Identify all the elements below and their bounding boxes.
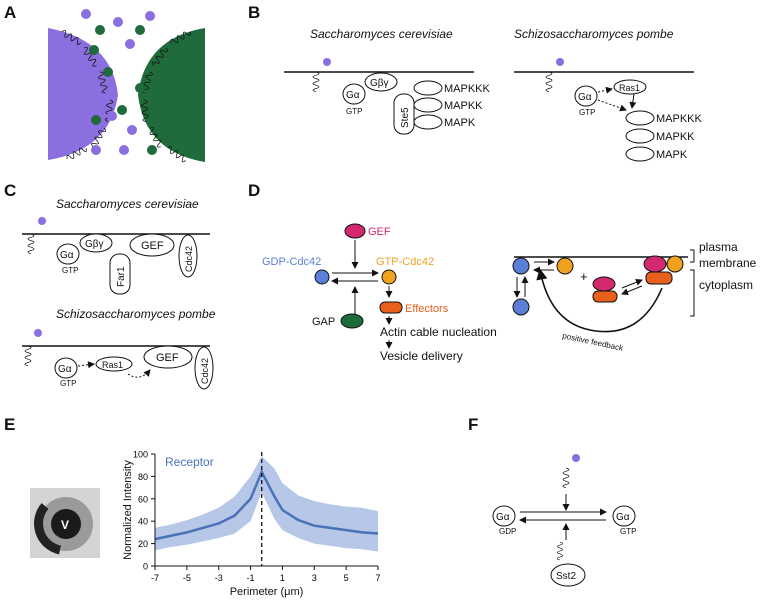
chart-x-axis-label: Perimeter (μm): [230, 586, 304, 598]
d-actin-label: Actin cable nucleation: [380, 325, 497, 339]
gtp-label: GTP: [346, 107, 362, 116]
receptor-mean-line: [154, 468, 379, 541]
x-tick-label: 5: [344, 573, 349, 583]
panel-label-d: D: [248, 181, 260, 200]
pheromone-purple-dots: [81, 9, 155, 155]
panel-label-f: F: [468, 415, 478, 434]
c-gef-label-bottom: GEF: [156, 352, 179, 364]
panel-e-micrograph: V: [30, 488, 100, 558]
chart-y-axis-label: Normalized Intensity: [122, 460, 134, 560]
f-galpha-right: Gα: [616, 512, 630, 523]
y-tick-label: 0: [143, 562, 148, 572]
d-gdp-cdc42-label: GDP-Cdc42: [262, 256, 321, 268]
gtp-cdc42-node: [381, 269, 397, 285]
d-cytoplasm-label: cytoplasm: [699, 278, 753, 292]
g-alpha-node: [342, 83, 366, 105]
x-tick-label: -3: [215, 573, 223, 583]
mapkk-label-right: MAPKK: [656, 131, 695, 143]
gap-node: [340, 313, 364, 329]
ras1-label-b: Ras1: [619, 83, 640, 93]
gdp-cdc42-node: [314, 269, 330, 285]
y-tick-label: 20: [138, 539, 148, 549]
panel-b: Saccharomyces cerevisiae Schizosaccharom…: [284, 27, 703, 162]
panel-a-mating-cells: [48, 9, 205, 164]
c-gef-label-top: GEF: [141, 240, 164, 252]
panel-f: Gα GDP Gα GTP Sst2: [492, 454, 636, 587]
d-plasma-label: plasma: [699, 240, 738, 254]
effectors-node: [379, 301, 403, 314]
d-positive-feedback-label: positive feedback: [562, 331, 625, 353]
panel-label-a: A: [4, 3, 16, 22]
f-sst2-label: Sst2: [556, 571, 576, 582]
mapkkk-label-left: MAPKKK: [444, 83, 491, 95]
g-beta-gamma-node: [364, 72, 398, 92]
panel-c: Saccharomyces cerevisiae Gα GTP Gβγ Far1…: [22, 197, 216, 390]
panel-label-c: C: [4, 181, 16, 200]
f-gtp-label: GTP: [620, 527, 636, 536]
mapkk-label-left: MAPKK: [444, 100, 483, 112]
d-gef-label: GEF: [368, 226, 391, 238]
g-alpha-label-right: Gα: [578, 92, 592, 103]
g-alpha-label: Gα: [346, 90, 360, 101]
panel-b-species-left: Saccharomyces cerevisiae: [310, 27, 453, 41]
pheromone-dot: [323, 58, 331, 66]
pheromone-green-dots: [89, 25, 157, 155]
x-tick-label: 3: [312, 573, 317, 583]
ste5-label: Ste5: [400, 107, 411, 128]
y-tick-label: 100: [133, 450, 148, 460]
x-tick-label: 1: [280, 573, 285, 583]
panel-d: GEF GDP-Cdc42 GTP-Cdc42 GAP Effectors Ac…: [262, 223, 757, 363]
x-tick-label: -7: [151, 573, 159, 583]
ras1-node: [613, 79, 647, 95]
d-membrane-label: membrane: [699, 256, 757, 270]
panel-label-b: B: [248, 3, 260, 22]
d-vesicle-label: Vesicle delivery: [380, 349, 463, 363]
c-gtp-label-top: GTP: [62, 266, 78, 275]
vacuole-label: V: [61, 518, 69, 532]
panel-label-e: E: [4, 415, 15, 434]
c-gtp-label-bottom: GTP: [60, 379, 76, 388]
d-gap-label: GAP: [312, 316, 335, 328]
gtp-label-right: GTP: [579, 108, 595, 117]
far1-label: Far1: [116, 266, 127, 287]
x-tick-label: 7: [375, 573, 380, 583]
c-ras1-label: Ras1: [102, 360, 123, 370]
ste5-node: [393, 93, 415, 135]
c-galpha-label-bottom: Gα: [58, 364, 72, 375]
cell-a-green: [138, 28, 205, 162]
chart-legend-receptor: Receptor: [165, 455, 214, 469]
panel-c-species-top: Saccharomyces cerevisiae: [56, 197, 199, 211]
far1-node: [109, 253, 131, 295]
g-beta-gamma-label: Gβγ: [370, 78, 389, 89]
c-cdc42-label-top: Cdc42: [184, 246, 194, 272]
cell-a-purple: [48, 28, 118, 160]
c-gbg-label: Gβγ: [85, 239, 104, 250]
panel-c-species-bottom: Schizosaccharomyces pombe: [56, 307, 216, 321]
d-effectors-label: Effectors: [405, 303, 449, 315]
y-tick-label: 80: [138, 472, 148, 482]
c-galpha-label-top: Gα: [60, 250, 74, 261]
mapkkk-label-right: MAPKKK: [656, 113, 703, 125]
d-gtp-cdc42-label: GTP-Cdc42: [376, 256, 434, 268]
y-tick-label: 60: [138, 494, 148, 504]
mapk-label-right: MAPK: [656, 149, 688, 161]
panel-b-species-right: Schizosaccharomyces pombe: [514, 27, 674, 41]
receptor-intensity-chart: Normalized Intensity Perimeter (μm) Rece…: [122, 450, 381, 599]
receptor-sd-band: [155, 456, 378, 552]
mapk-label-left: MAPK: [444, 117, 476, 129]
f-galpha-left: Gα: [496, 512, 510, 523]
f-gdp-label: GDP: [499, 527, 516, 536]
d-plus-label: +: [580, 269, 588, 284]
c-cdc42-label-bottom: Cdc42: [200, 358, 210, 384]
gef-node: [344, 223, 366, 239]
x-tick-label: -5: [183, 573, 191, 583]
y-tick-label: 40: [138, 517, 148, 527]
x-tick-label: -1: [247, 573, 255, 583]
